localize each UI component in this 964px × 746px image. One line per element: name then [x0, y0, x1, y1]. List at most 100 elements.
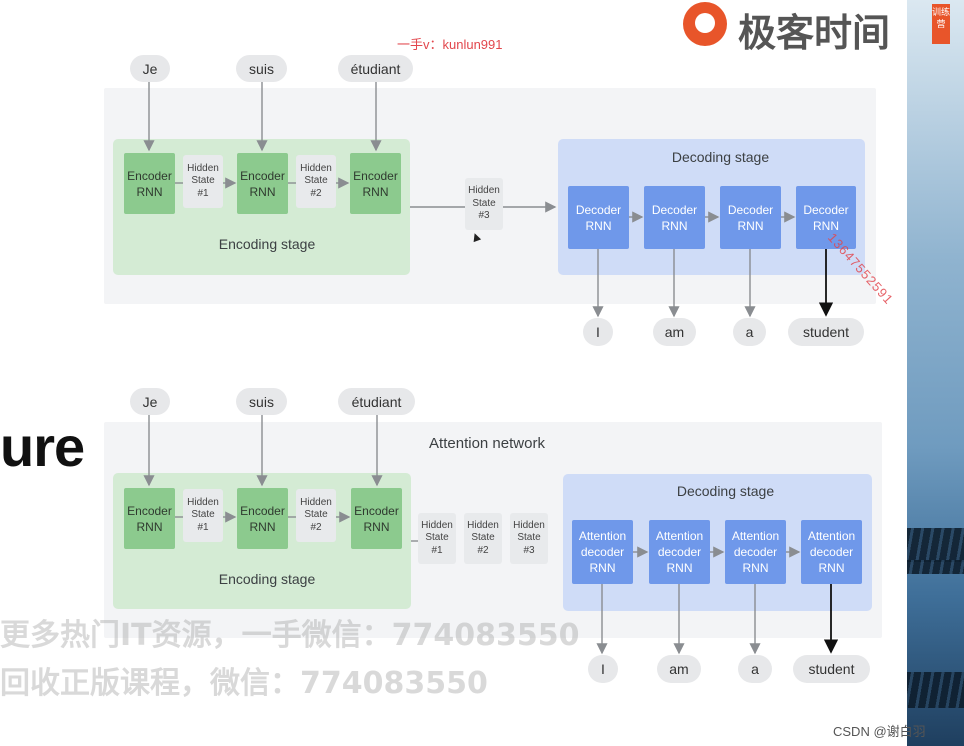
decoder-label-line: Attention — [655, 529, 704, 543]
attention-decoder-rnn-box: Attention decoder RNN — [572, 520, 633, 584]
attention-network-label: Attention network — [429, 435, 545, 452]
hidden-state-line: State — [191, 509, 215, 521]
output-word-pill: student — [788, 318, 864, 346]
encoder-rnn-box: Encoder RNN — [124, 153, 175, 214]
attention-decoder-rnn-box: Attention decoder RNN — [649, 520, 710, 584]
hidden-state-box: Hidden State #1 — [183, 489, 223, 542]
input-word-pill: Je — [130, 388, 170, 415]
encoder-label-line: RNN — [249, 519, 276, 534]
hidden-state-line: #2 — [477, 544, 489, 556]
hidden-state-line: #3 — [523, 544, 535, 556]
output-word-pill: I — [583, 318, 613, 346]
attention-decoder-rnn-box: Attention decoder RNN — [801, 520, 862, 584]
output-word-pill: student — [793, 655, 870, 683]
logo-text: 极客时间 — [738, 11, 891, 55]
output-word-pill: I — [588, 655, 618, 683]
hidden-state-line: Hidden — [421, 519, 453, 531]
encoder-label-line: RNN — [249, 184, 276, 199]
input-word-pill: étudiant — [338, 55, 413, 82]
output-word-pill: am — [657, 655, 701, 683]
passed-hidden-state-box: Hidden State #2 — [464, 513, 502, 564]
output-word-pill: am — [653, 318, 696, 346]
decoder-label-line: RNN — [813, 218, 839, 233]
hidden-state-line: Hidden — [300, 162, 332, 174]
hidden-state-line: State — [191, 175, 215, 187]
input-word-pill: suis — [236, 55, 287, 82]
encoder-label-line: RNN — [136, 184, 163, 199]
decoder-label-line: decoder — [733, 545, 778, 559]
encoder-label-line: RNN — [362, 184, 389, 199]
decorative-side-strip — [907, 0, 964, 746]
decoder-rnn-box: Decoder RNN — [720, 186, 781, 249]
encoder-label-line: Encoder — [127, 503, 172, 518]
attention-decoder-rnn-box: Attention decoder RNN — [725, 520, 786, 584]
input-word-pill: étudiant — [338, 388, 415, 415]
decoder-rnn-box: Decoder RNN — [568, 186, 629, 249]
hidden-state-line: Hidden — [467, 519, 499, 531]
contact-watermark: 一手v：kunlun991 — [397, 37, 503, 52]
brush-stroke-decoration — [907, 672, 964, 708]
passed-hidden-state-box: Hidden State #1 — [418, 513, 456, 564]
decoder-label-line: RNN — [661, 218, 688, 233]
encoder-rnn-box: Encoder RNN — [237, 153, 288, 214]
hidden-state-line: Hidden — [513, 519, 545, 531]
ghost-watermark: 回收正版课程，微信：774083550 — [0, 666, 488, 701]
decoder-label-line: Decoder — [575, 202, 622, 217]
hidden-state-line: Hidden — [187, 162, 219, 174]
decoder-label-line: Attention — [731, 529, 780, 543]
encoder-rnn-box: Encoder RNN — [350, 153, 401, 214]
decoder-rnn-box: Decoder RNN — [644, 186, 705, 249]
output-word-pill: a — [733, 318, 766, 346]
hidden-state-line: State — [304, 175, 328, 187]
decoder-label-line: Decoder — [727, 202, 774, 217]
decoder-label-line: RNN — [589, 561, 616, 575]
hidden-state-line: #3 — [478, 210, 490, 222]
top-decoding-stage-label: Decoding stage — [671, 149, 770, 165]
hidden-state-line: #1 — [197, 187, 209, 199]
decoder-label-line: decoder — [657, 545, 702, 559]
encoder-label-line: Encoder — [240, 168, 285, 183]
encoder-label-line: RNN — [136, 519, 163, 534]
encoder-rnn-box: Encoder RNN — [237, 488, 288, 549]
decoder-label-line: RNN — [666, 561, 693, 575]
hidden-state-line: #2 — [310, 521, 322, 533]
context-hidden-state-box: Hidden State #3 — [465, 178, 503, 230]
hidden-state-line: Hidden — [187, 496, 219, 508]
decoder-label-line: RNN — [585, 218, 612, 233]
brush-stroke-decoration — [907, 560, 964, 574]
hidden-state-line: Hidden — [300, 496, 332, 508]
encoder-rnn-box: Encoder RNN — [351, 488, 402, 549]
decoder-label-line: Decoder — [651, 202, 698, 217]
decoder-label-line: Attention — [807, 529, 856, 543]
hidden-state-line: State — [425, 532, 449, 544]
bottom-decoding-stage-label: Decoding stage — [676, 483, 775, 499]
encoder-label-line: Encoder — [240, 503, 285, 518]
hidden-state-line: Hidden — [468, 185, 500, 197]
hidden-state-line: State — [304, 509, 328, 521]
input-word-pill: suis — [236, 388, 287, 415]
geektime-logo-icon — [683, 2, 727, 46]
decoder-label-line: Decoder — [803, 202, 849, 217]
decoder-rnn-box: Decoder RNN — [796, 186, 856, 249]
brush-stroke-decoration — [907, 528, 964, 562]
top-encoding-stage-label: Encoding stage — [218, 236, 316, 252]
encoder-label-line: Encoder — [353, 168, 398, 183]
encoder-label-line: Encoder — [127, 168, 172, 183]
ghost-watermark: 更多热门IT资源，一手微信：774083550 — [0, 618, 580, 653]
decoder-label-line: RNN — [818, 561, 845, 575]
encoder-label-line: RNN — [363, 519, 390, 534]
hidden-state-line: #1 — [431, 544, 443, 556]
csdn-watermark: CSDN @谢白羽 — [833, 724, 926, 739]
hidden-state-line: #1 — [197, 521, 209, 533]
bottom-encoding-stage-label: Encoding stage — [218, 571, 316, 587]
passed-hidden-state-box: Hidden State #3 — [510, 513, 548, 564]
hidden-state-box: Hidden State #2 — [296, 489, 336, 542]
hidden-state-box: Hidden State #1 — [183, 155, 223, 208]
hidden-state-box: Hidden State #2 — [296, 155, 336, 208]
hidden-state-line: #2 — [310, 187, 322, 199]
hidden-state-line: State — [471, 532, 495, 544]
input-word-pill: Je — [130, 55, 170, 82]
decoder-label-line: Attention — [578, 529, 627, 543]
logo-badge: 训练营 — [932, 4, 950, 44]
encoder-label-line: Encoder — [354, 503, 399, 518]
